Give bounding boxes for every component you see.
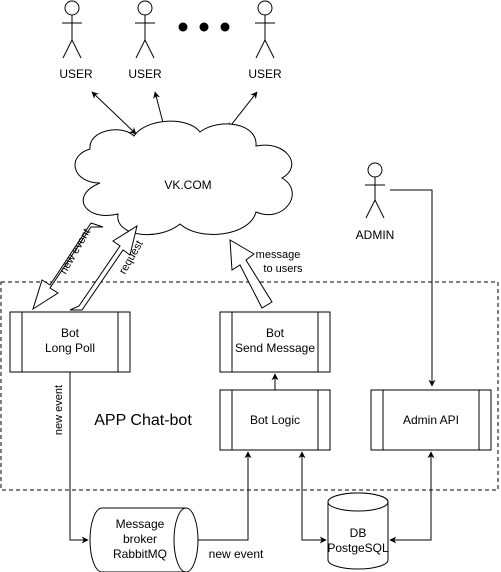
message-broker-cylinder	[89, 507, 199, 572]
admin-api-box	[370, 389, 492, 451]
user-label-2: USER	[128, 67, 162, 81]
new-event-broker-out-label: new event	[209, 547, 264, 561]
request-hollow-arrow	[69, 224, 138, 311]
user-actor-3	[255, 0, 275, 59]
bot-logic-label: Bot Logic	[250, 413, 300, 427]
ellipsis-dots	[178, 22, 230, 32]
app-container-label: APP Chat-bot	[94, 412, 192, 429]
admin-actor	[365, 162, 385, 219]
broker-line1: Message	[116, 517, 165, 531]
user3-cloud-arrow	[227, 91, 258, 130]
message-label-line1: message	[256, 249, 301, 261]
message-hollow-arrow	[229, 239, 273, 309]
vk-cloud-label: VK.COM	[164, 178, 211, 192]
bot-send-message-line1: Bot	[266, 326, 285, 340]
adminapi-db-connector	[389, 451, 435, 544]
admin-to-api-connector	[390, 189, 436, 387]
longpoll-to-broker-connector	[69, 372, 89, 544]
db-cylinder	[327, 492, 389, 570]
user-actor-2	[135, 0, 155, 59]
user-label-3: USER	[248, 67, 282, 81]
broker-to-logic-connector	[198, 451, 252, 541]
bot-logic-box	[219, 389, 331, 451]
admin-label: ADMIN	[356, 228, 395, 242]
new-event-hollow-arrow	[32, 222, 104, 311]
bot-send-message-line2: Send Message	[235, 341, 315, 355]
db-line1: DB	[350, 526, 367, 540]
vk-cloud-shape	[74, 120, 293, 236]
bot-long-poll-line2: Long Poll	[45, 341, 95, 355]
db-line2: PostgeSQL	[327, 541, 389, 555]
user-label-1: USER	[59, 67, 93, 81]
message-label-line2: to users	[263, 263, 303, 275]
broker-line3: RabbitMQ	[113, 547, 167, 561]
admin-api-label: Admin API	[403, 413, 459, 427]
broker-line2: broker	[123, 532, 157, 546]
user1-cloud-arrow	[91, 91, 137, 135]
bot-long-poll-line1: Bot	[61, 326, 80, 340]
new-event-broker-in-label: new event	[53, 385, 65, 435]
user-actor-1	[62, 0, 82, 59]
new-event-in-label: new event	[58, 227, 93, 276]
logic-db-connector	[298, 451, 327, 544]
bot-send-message-box	[219, 311, 331, 373]
